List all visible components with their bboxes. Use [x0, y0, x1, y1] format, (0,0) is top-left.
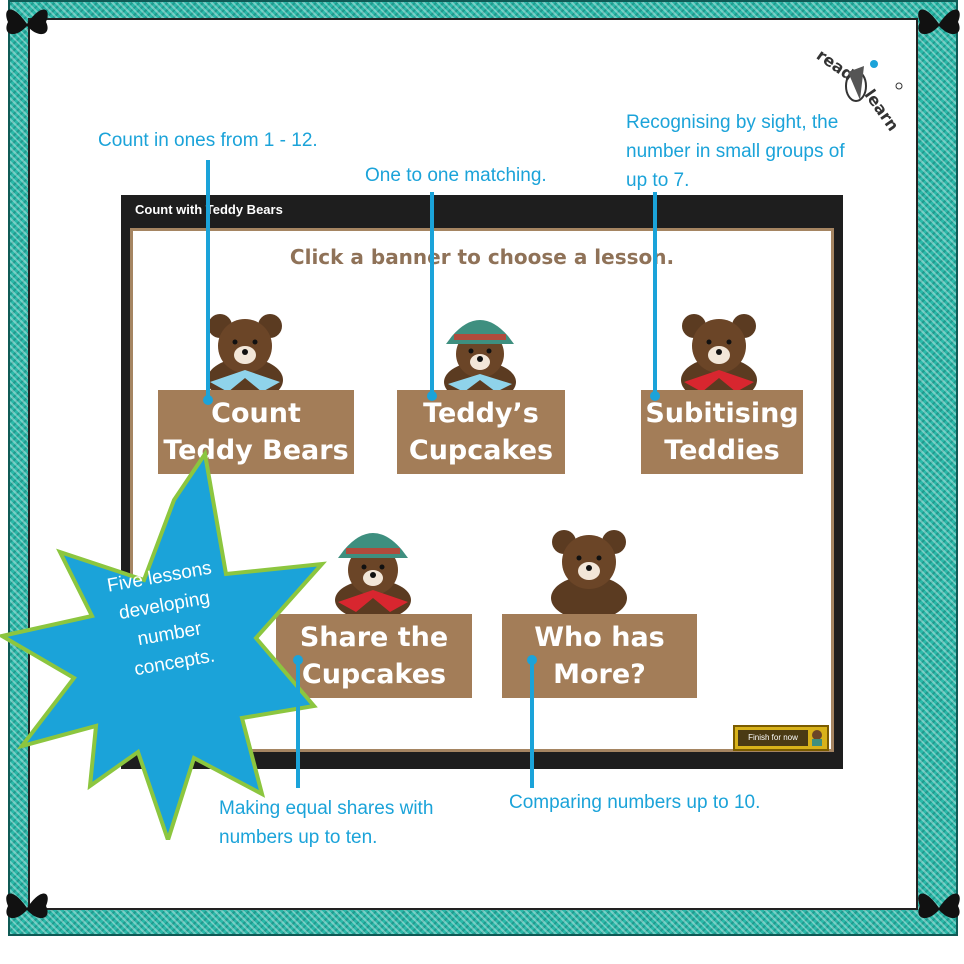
bear-red-ribbon-icon: [681, 314, 757, 396]
annotation-count: Count in ones from 1 - 12.: [98, 130, 318, 151]
lesson-teddys-cupcakes-button[interactable]: Teddy’s Cupcakes: [397, 390, 565, 474]
lesson-label: Share the Cupcakes: [299, 622, 449, 690]
bear-plain-icon: [551, 530, 627, 614]
read-learn-logo: read learn: [813, 45, 903, 135]
pointer-line: [527, 655, 537, 788]
pointer-line: [650, 192, 660, 401]
bear-green-hat-icon: [444, 320, 516, 396]
bear-green-hat-red-ribbon-icon: [335, 533, 411, 614]
annotation-comparing: Comparing numbers up to 10.: [509, 792, 761, 813]
butterfly-icon: [918, 893, 960, 919]
annotation-sharing: Making equal shares with numbers up to t…: [219, 798, 434, 848]
butterfly-icon: [6, 893, 48, 919]
bear-blue-ribbon-icon: [207, 314, 283, 396]
mini-bear-icon: [812, 730, 822, 746]
starburst-callout: [0, 448, 327, 840]
lesson-share-the-cupcakes-button[interactable]: Share the Cupcakes: [276, 614, 472, 698]
pointer-line: [293, 655, 303, 788]
finish-label: Finish for now: [738, 730, 808, 746]
instruction-text: Click a banner to choose a lesson.: [289, 245, 675, 269]
lesson-subitising-teddies-button[interactable]: Subitising Teddies: [641, 390, 803, 474]
lesson-label: Subitising Teddies: [645, 398, 799, 466]
butterfly-icon: [918, 9, 960, 35]
finish-for-now-button[interactable]: Finish for now: [733, 725, 829, 751]
annotation-subitising: Recognising by sight, the number in smal…: [626, 112, 845, 191]
pointer-line: [203, 160, 213, 405]
annotation-matching: One to one matching.: [365, 165, 547, 186]
pointer-line: [427, 192, 437, 401]
svg-text:learn: learn: [861, 86, 903, 135]
lesson-count-teddy-bears-button[interactable]: Count Teddy Bears: [158, 390, 354, 474]
lesson-label: Who has More?: [534, 622, 665, 690]
lesson-label: Teddy’s Cupcakes: [408, 398, 554, 466]
butterfly-icon: [6, 9, 48, 35]
